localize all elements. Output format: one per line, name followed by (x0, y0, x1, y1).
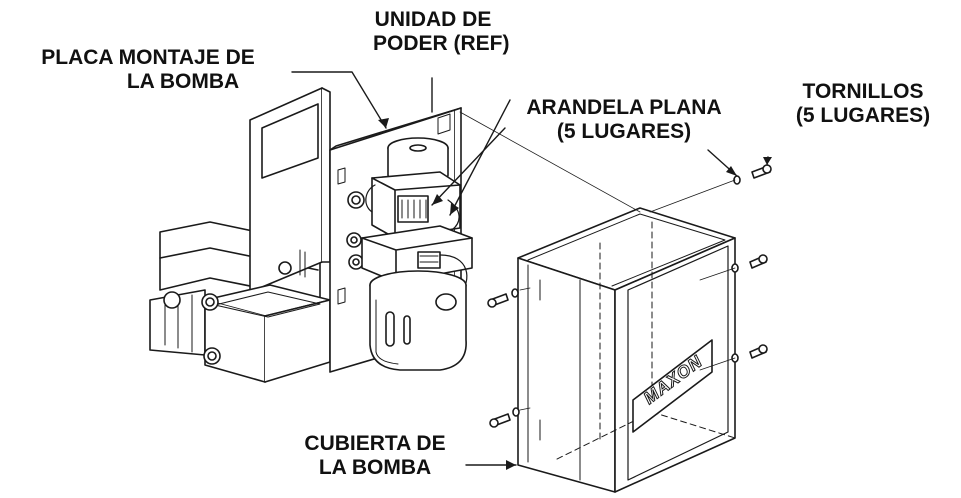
label-mount-plate-line1: PLACA MONTAJE DE (41, 46, 255, 69)
screw-top (733, 164, 772, 185)
label-pump-cover-line2: LA BOMBA (318, 456, 432, 479)
label-screws-line2: (5 LUGARES) (795, 104, 931, 127)
label-power-unit-line2: PODER (REF) (373, 32, 510, 55)
label-screws-line1: TORNILLOS (802, 80, 924, 103)
label-flat-washer-line2: (5 LUGARES) (556, 120, 692, 143)
mounting-bracket-plate (249, 87, 331, 293)
label-power-unit-line1: UNIDAD DE (374, 8, 492, 31)
square-tube (201, 249, 331, 383)
label-pump-cover-line1: CUBIERTA DE (304, 432, 446, 455)
pump-cover (517, 207, 736, 493)
screw-right-lower (731, 344, 768, 363)
label-flat-washer: ARANDELA PLANA (5 LUGARES) (508, 96, 740, 144)
screw-right-upper (731, 254, 768, 273)
power-unit (361, 137, 473, 371)
label-mount-plate-line2: LA BOMBA (126, 70, 240, 93)
screw-left-upper (487, 288, 519, 308)
label-mount-plate: PLACA MONTAJE DE LA BOMBA (2, 46, 294, 94)
label-flat-washer-line1: ARANDELA PLANA (526, 96, 722, 119)
screw-left-lower (489, 407, 520, 428)
arrowheads (378, 118, 772, 470)
label-power-unit: UNIDAD DE PODER (REF) (373, 8, 510, 56)
label-pump-cover: CUBIERTA DE LA BOMBA (282, 432, 468, 480)
label-screws: TORNILLOS (5 LUGARES) (775, 80, 951, 128)
fasteners (459, 111, 772, 428)
